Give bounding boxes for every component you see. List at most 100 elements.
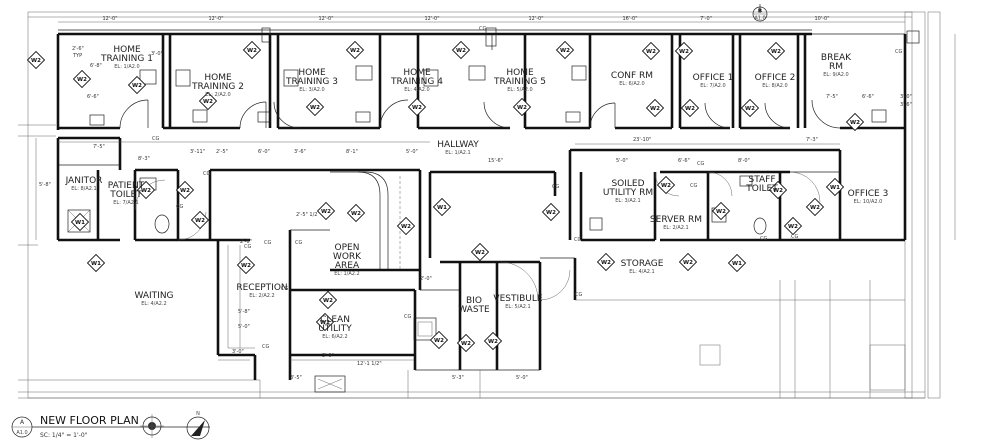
wall-tag-label: W2 [31,58,41,64]
top-dimension-label: 16'-0" [622,16,637,22]
dimension-label: 6'-6" [862,94,874,100]
wall-type-tag: W2 [678,252,698,272]
ceiling-grid-label: CG [575,292,582,298]
room-name: TRAINING 5 [493,77,546,87]
room-name: OFFICE 1 [693,73,734,83]
room-name: BIO [466,296,482,306]
ceiling-grid-label: CG [690,183,697,189]
room-elevation-ref: EL: 1/A2.1 [445,150,470,156]
room-elevation-ref: EL: 3/A2.1 [615,198,640,204]
room-name: PATIENT [108,181,145,191]
wall-tag-label: W2 [773,188,783,194]
wall-tag-diamond-icon [470,242,490,262]
wall-tag-label: W2 [141,188,151,194]
wall-tag-diamond-icon [645,98,665,118]
wall-tag-diamond-icon [451,40,471,60]
north-wall [56,29,905,130]
wall-type-tag: W2 [127,75,147,95]
room-name: STAFF [748,175,775,185]
section-marker-sheet: A1.0 [754,16,765,22]
dimension-label: 7'-5" [93,144,105,150]
wall-type-tag: W2 [315,312,335,332]
wall-type-tag: W2 [345,40,365,60]
ceiling-grid-label: CG [244,244,251,250]
dimension-label: 5'-0" [238,324,250,330]
wall-type-tag: W2 [596,252,616,272]
wall-type-tag: W2 [396,216,416,236]
ceiling-grid-label: CG [295,240,302,246]
ceiling-grid-label: CG [264,240,271,246]
wall-tag-label: W1 [91,261,101,267]
room-name: STORAGE [621,259,664,269]
wall-tag-diamond-icon [26,50,46,70]
top-dimension-label: 12'-0" [528,16,543,22]
wall-tag-diamond-icon [768,180,788,200]
wall-type-tag: W2 [451,40,471,60]
wall-tag-label: W2 [434,338,444,344]
wall-type-tag: W1 [432,197,452,217]
room-elevation-ref: EL: 6/A2.0 [619,81,644,87]
ceiling-grid-label: CG [479,26,486,32]
wall-tag-label: W2 [517,105,527,111]
dimension-label: 8'-0" [738,158,750,164]
wall-type-tag: W1 [70,212,90,232]
wall-type-tag: W2 [175,180,195,200]
wall-tag-diamond-icon [432,197,452,217]
wall-type-tag: W2 [541,202,561,222]
room-label-office-1: OFFICE 1EL: 7/A2.0 [693,73,734,89]
dimension-label: 3'-5" [290,375,302,381]
wall-tag-label: W2 [310,105,320,111]
dimension-label: 3'-0" [232,349,244,355]
wall-type-tag: W2 [316,201,336,221]
wall-tag-diamond-icon [456,333,476,353]
wall-type-tag: W2 [429,330,449,350]
wall-type-tag: W2 [407,97,427,117]
dimension-label: 3'-0" [322,353,334,359]
room-name: UTILITY [318,324,352,334]
wall-tag-diamond-icon [407,97,427,117]
wall-tag-diamond-icon [678,252,698,272]
dimension-label: 6'-8" [90,63,102,69]
wall-tag-label: W2 [247,48,257,54]
wall-type-tag: W2 [740,98,760,118]
wall-tag-diamond-icon [346,203,366,223]
dimension-label: 3'-11" [190,149,205,155]
wall-tag-diamond-icon [190,210,210,230]
wall-tag-diamond-icon [86,253,106,273]
wall-type-tag: W2 [641,41,661,61]
wall-tag-diamond-icon [198,91,218,111]
wall-tag-label: W1 [830,185,840,191]
wall-tag-label: W2 [475,250,485,256]
room-name: TRAINING 2 [191,82,244,92]
wall-type-tag: W2 [512,97,532,117]
wall-tag-diamond-icon [345,40,365,60]
wall-tag-diamond-icon [845,112,865,132]
room-name: HOME [204,73,232,83]
wall-tag-diamond-icon [783,216,803,236]
room-name: OFFICE 2 [755,73,796,83]
wall-type-tag: W2 [483,331,503,351]
drawing-title: NEW FLOOR PLAN [40,414,139,427]
ceiling-grid-label: CG [404,314,411,320]
wall-tag-diamond-icon [766,41,786,61]
wall-tag-diamond-icon [711,201,731,221]
wall-type-tag: W2 [198,91,218,111]
wall-type-tag: W2 [26,50,46,70]
wall-tag-diamond-icon [541,202,561,222]
top-dimension-label: 7'-0" [700,16,712,22]
ceiling-grid-label: CG [760,236,767,242]
wall-tag-diamond-icon [656,175,676,195]
wall-tag-label: W2 [320,320,330,326]
room-name: VESTIBULE [493,294,542,304]
wall-tag-label: W2 [661,183,671,189]
